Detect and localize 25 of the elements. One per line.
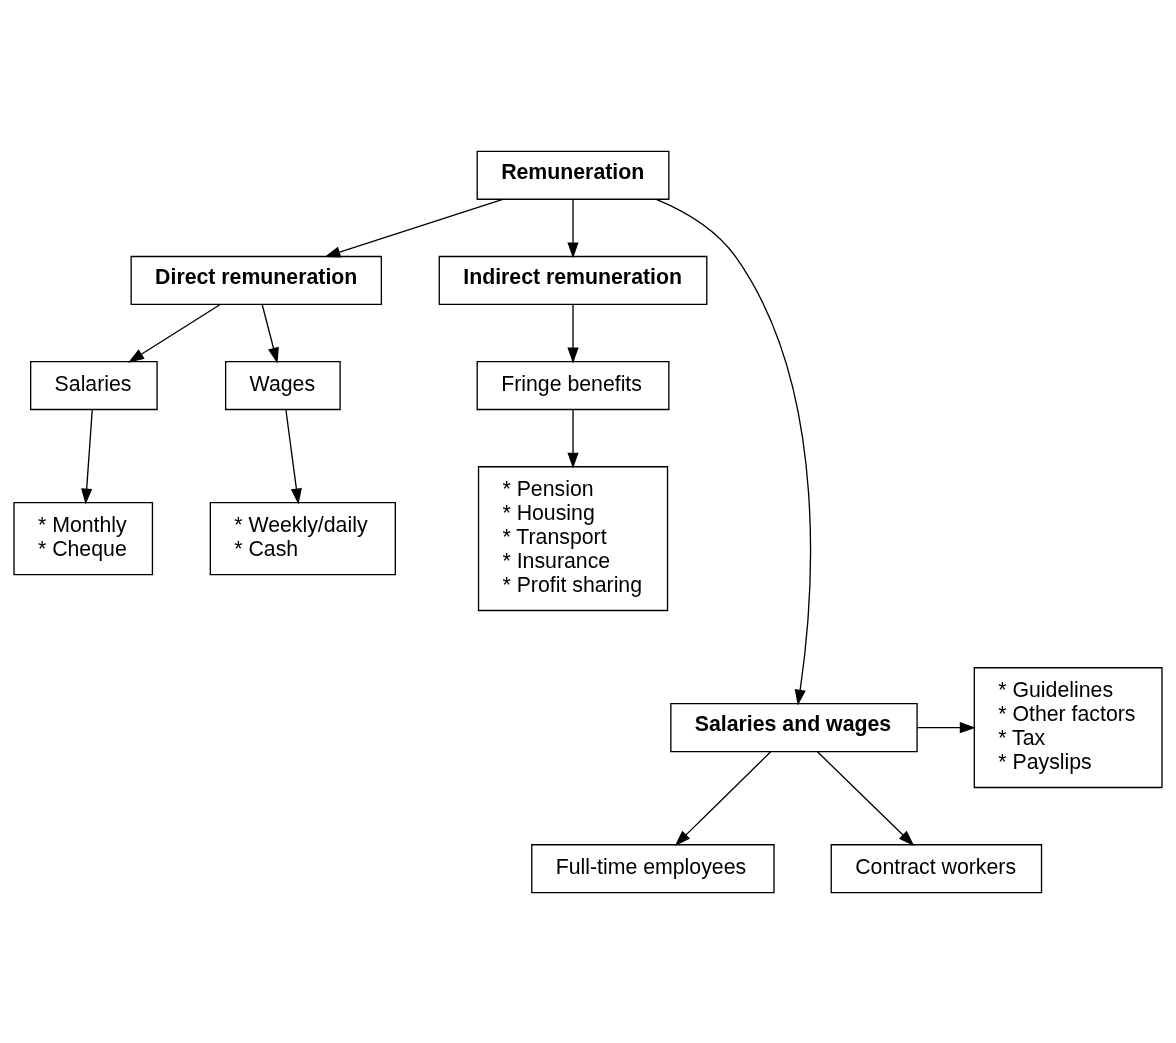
arrow — [324, 198, 504, 257]
arrow — [128, 303, 221, 363]
arrow — [567, 408, 579, 469]
arrow — [674, 750, 772, 846]
node-box: * Pension * Housing * Transport * Insurance * Profit sharing — [477, 465, 669, 611]
node-box: Salaries and wages — [670, 702, 918, 752]
arrow — [261, 303, 279, 363]
node-box: Wages — [224, 360, 341, 410]
arrow — [567, 198, 579, 258]
arrow — [285, 408, 302, 504]
arrow — [567, 303, 579, 364]
node-box: Salaries — [30, 360, 158, 410]
node-box: * Guidelines * Other factors * Tax * Payslips — [973, 666, 1163, 788]
node-box: Direct remuneration — [130, 255, 383, 305]
arrow — [81, 408, 93, 504]
node-box: Indirect remuneration — [438, 255, 708, 305]
node-box: Fringe benefits — [476, 360, 670, 410]
node-box: * Monthly * Cheque — [13, 501, 154, 575]
arrow — [916, 721, 976, 733]
node-box: * Weekly/daily * Cash — [209, 501, 396, 575]
node-box: Contract workers — [830, 843, 1043, 893]
node-box: Full-time employees — [531, 843, 775, 893]
node-box: Remuneration — [476, 150, 670, 200]
arrow — [655, 198, 811, 706]
arrow — [816, 750, 915, 846]
